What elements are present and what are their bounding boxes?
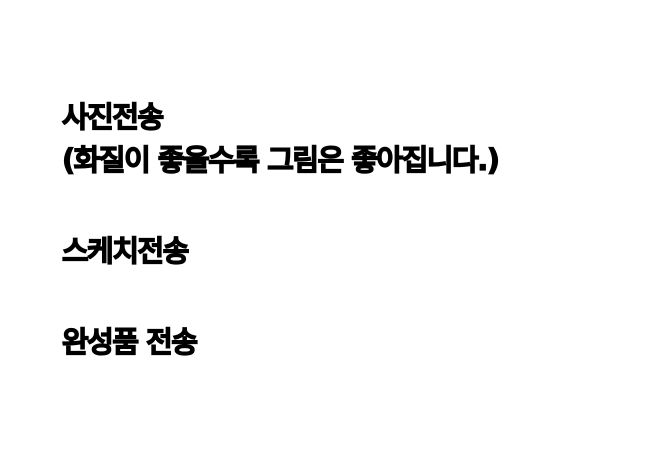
photo-send-heading: 사진전송 — [61, 99, 164, 134]
final-send-heading: 완성품 전송 — [61, 324, 198, 359]
photo-quality-note: (화질이 좋을수록 그림은 좋아집니다.) — [61, 142, 500, 177]
sketch-send-heading: 스케치전송 — [61, 233, 190, 268]
